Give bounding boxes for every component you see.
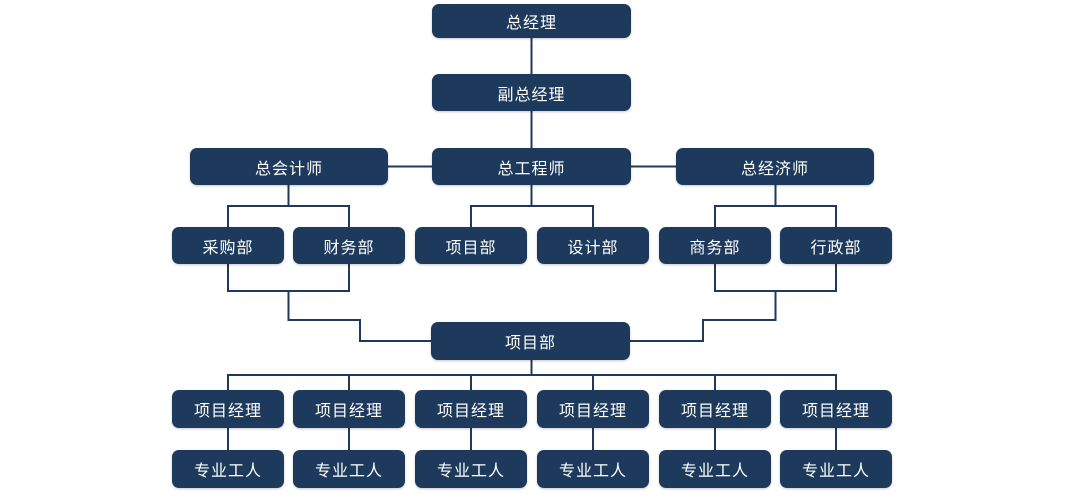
node-professional-worker-1: 专业工人	[172, 450, 284, 488]
node-professional-worker-6: 专业工人	[780, 450, 892, 488]
node-project-manager-3: 项目经理	[415, 390, 527, 428]
node-professional-worker-2: 专业工人	[293, 450, 405, 488]
node-deputy-general-manager: 副总经理	[432, 74, 631, 111]
node-project-manager-2: 项目经理	[293, 390, 405, 428]
node-general-manager: 总经理	[432, 4, 631, 38]
node-admin-dept: 行政部	[780, 227, 892, 264]
node-professional-worker-4: 专业工人	[537, 450, 649, 488]
node-professional-worker-3: 专业工人	[415, 450, 527, 488]
node-project-dept: 项目部	[415, 227, 527, 264]
node-chief-economist: 总经济师	[676, 148, 874, 185]
node-project-manager-4: 项目经理	[537, 390, 649, 428]
node-design-dept: 设计部	[537, 227, 649, 264]
node-project-manager-1: 项目经理	[172, 390, 284, 428]
node-business-dept: 商务部	[659, 227, 771, 264]
node-project-manager-6: 项目经理	[780, 390, 892, 428]
node-finance-dept: 财务部	[293, 227, 405, 264]
node-project-dept-hub: 项目部	[431, 322, 630, 360]
node-chief-accountant: 总会计师	[190, 148, 388, 185]
node-project-manager-5: 项目经理	[659, 390, 771, 428]
node-chief-engineer: 总工程师	[432, 148, 631, 185]
node-procurement-dept: 采购部	[172, 227, 284, 264]
node-professional-worker-5: 专业工人	[659, 450, 771, 488]
